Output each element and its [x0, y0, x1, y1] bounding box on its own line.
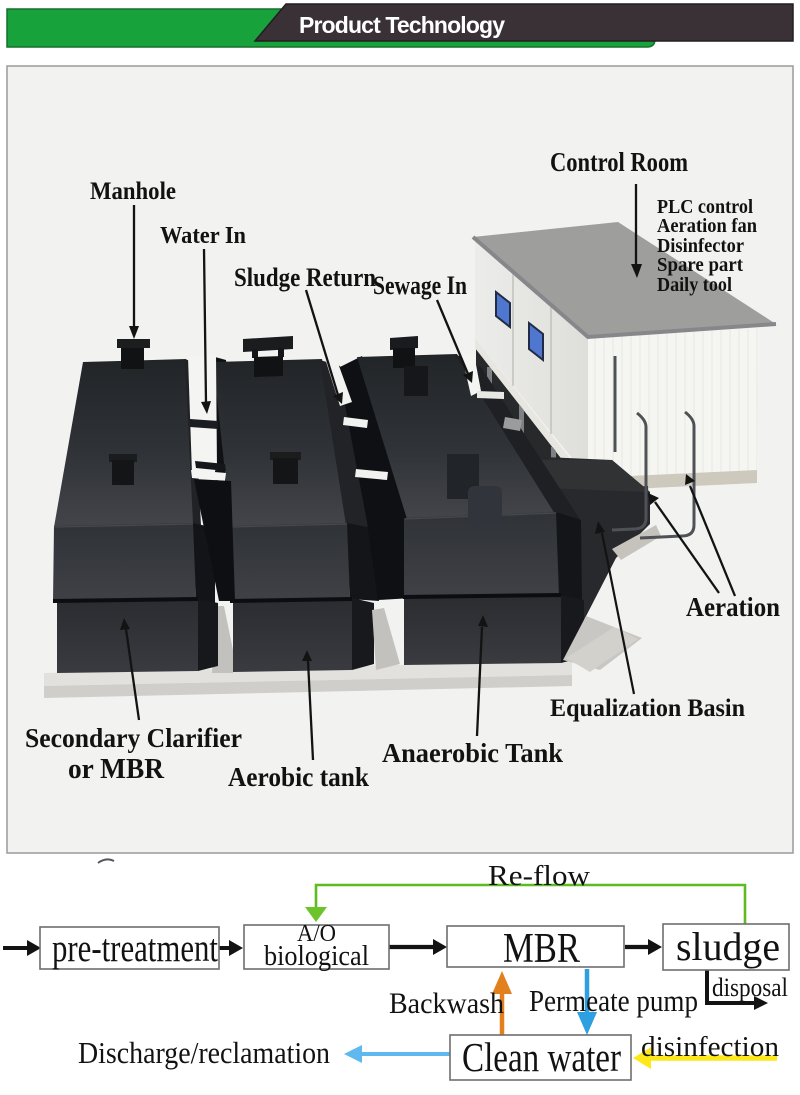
svg-text:A/O: A/O — [297, 921, 336, 947]
svg-text:Anaerobic Tank: Anaerobic Tank — [382, 738, 563, 768]
svg-text:Sewage In: Sewage In — [373, 271, 467, 300]
svg-text:disposal: disposal — [712, 973, 788, 1002]
svg-text:Manhole: Manhole — [90, 178, 176, 205]
svg-text:pre-treatment: pre-treatment — [52, 927, 218, 970]
svg-text:or MBR: or MBR — [68, 754, 165, 785]
svg-text:Sludge Return: Sludge Return — [234, 263, 376, 292]
svg-text:Secondary Clarifier: Secondary Clarifier — [25, 723, 242, 753]
svg-text:Re-flow: Re-flow — [488, 860, 590, 892]
svg-text:Aeration fan: Aeration fan — [657, 215, 757, 237]
svg-text:Clean water: Clean water — [462, 1034, 621, 1080]
svg-text:Permeate pump: Permeate pump — [529, 983, 698, 1018]
svg-text:disinfection: disinfection — [641, 1031, 779, 1063]
svg-text:PLC control: PLC control — [657, 196, 753, 218]
svg-text:biological: biological — [264, 941, 369, 972]
svg-text:Control Room: Control Room — [550, 147, 688, 177]
svg-text:Product Technology: Product Technology — [299, 12, 505, 38]
svg-text:Disinfector: Disinfector — [657, 235, 744, 257]
svg-text:sludge: sludge — [676, 924, 780, 969]
svg-text:Backwash: Backwash — [389, 987, 504, 1020]
svg-text:Discharge/reclamation: Discharge/reclamation — [78, 1035, 330, 1070]
svg-text:Water In: Water In — [160, 223, 246, 249]
svg-text:Equalization Basin: Equalization Basin — [550, 695, 745, 722]
svg-text:Daily tool: Daily tool — [657, 274, 732, 296]
svg-text:Aeration: Aeration — [686, 592, 780, 622]
svg-text:MBR: MBR — [503, 926, 580, 972]
svg-text:Aerobic tank: Aerobic tank — [228, 762, 369, 792]
svg-text:Spare part: Spare part — [657, 254, 743, 276]
